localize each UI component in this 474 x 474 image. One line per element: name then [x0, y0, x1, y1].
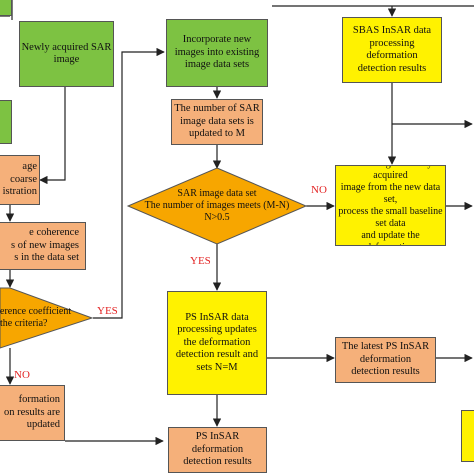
deformation-left-node: formation on results are updated: [0, 385, 65, 441]
coherence-node: e coherence s of new images s in the dat…: [0, 222, 86, 270]
coarse-registration-label: age coarse istration: [2, 161, 37, 198]
ps-processing-label: PS InSAR data processing updates the def…: [175, 311, 259, 373]
arrow: [39, 87, 66, 185]
sbas-processing-label: SBAS InSAR data processing deformation d…: [352, 25, 432, 74]
ps-results-label: PS InSAR deformation detection results: [183, 431, 252, 468]
green-process-stub-mid: [0, 100, 12, 144]
edge-label-yes-left: YES: [97, 305, 118, 317]
edge-label-yes-down: YES: [190, 255, 211, 267]
decision-right-label: SAR image data set The number of images …: [144, 188, 290, 223]
small-baseline-node: Take the small baseline set containing t…: [335, 165, 446, 246]
coarse-registration-node: age coarse istration: [0, 155, 40, 205]
green-process-stub-top: [0, 0, 12, 16]
decision-left-shape: [0, 287, 94, 349]
incorporate-label: Incorporate new images into existing ima…: [174, 34, 260, 71]
sbas-processing-node: SBAS InSAR data processing deformation d…: [342, 17, 442, 83]
ps-processing-node: PS InSAR data processing updates the def…: [167, 291, 267, 395]
latest-ps-node: The latest PS InSAR deformation detectio…: [335, 337, 436, 383]
arrow: [93, 47, 165, 319]
latest-ps-label: The latest PS InSAR deformation detectio…: [341, 341, 430, 378]
decision-right-node: SAR image data set The number of images …: [128, 180, 306, 232]
incorporate-node: Incorporate new images into existing ima…: [166, 19, 268, 87]
decision-right-shape: [126, 167, 308, 245]
edge-label-no-right: NO: [311, 184, 327, 196]
ps-results-node: PS InSAR deformation detection results: [168, 427, 267, 473]
small-baseline-label: Take the small baseline set containing t…: [338, 166, 443, 245]
newly-acquired-label: Newly acquired SAR image: [21, 41, 112, 66]
coherence-label: e coherence s of new images s in the dat…: [11, 227, 79, 264]
decision-left-label: erence coefficient the criteria?: [0, 305, 72, 330]
count-update-label: The number of SAR image data sets is upd…: [174, 103, 260, 140]
deformation-left-label: formation on results are updated: [4, 394, 60, 431]
decision-left-node: erence coefficient the criteria?: [0, 300, 80, 336]
edge-label-no-left: NO: [14, 369, 30, 381]
yellow-result-stub: [461, 410, 474, 462]
count-update-node: The number of SAR image data sets is upd…: [171, 99, 263, 145]
newly-acquired-node: Newly acquired SAR image: [19, 21, 114, 87]
